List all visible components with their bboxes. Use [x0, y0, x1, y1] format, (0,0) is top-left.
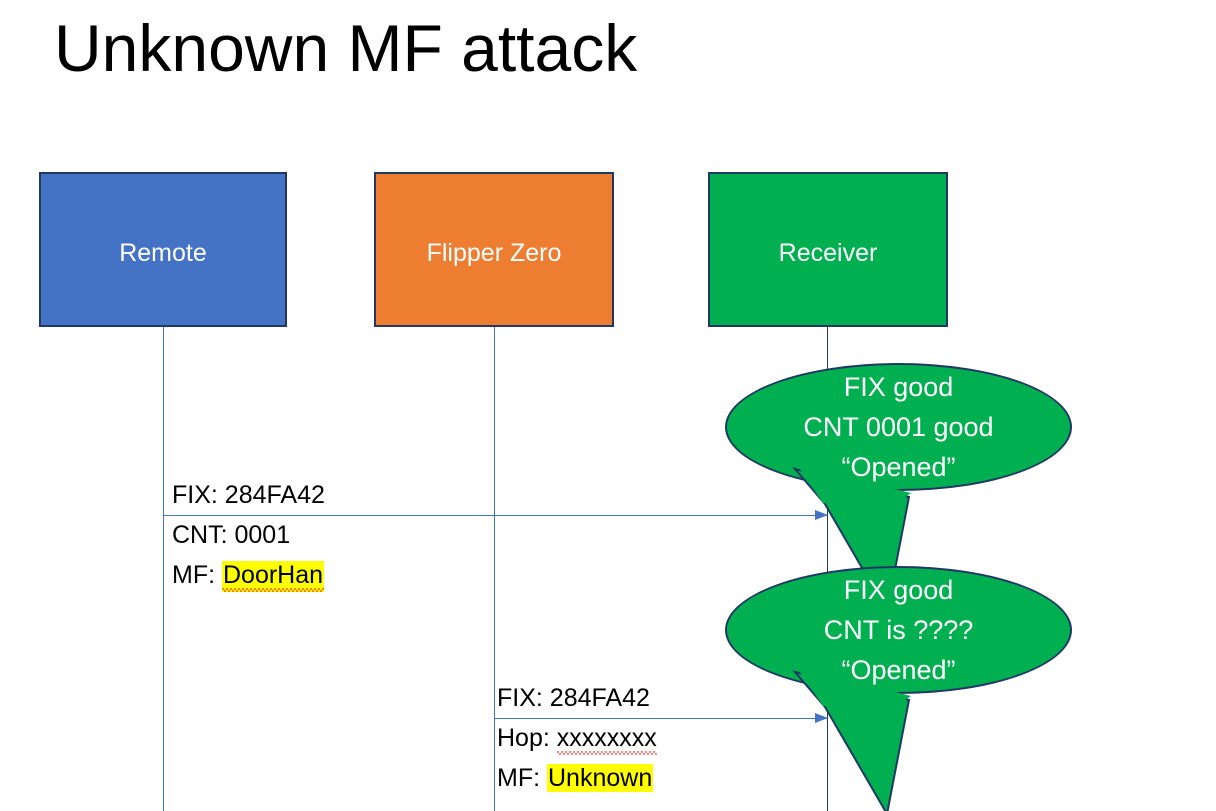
message-label-flipper-to-receiver: FIX: 284FA42 Hop: xxxxxxxx MF: Unknown	[497, 678, 657, 798]
speech-bubble-tail-icon	[792, 465, 911, 614]
lifeline-flipper	[494, 327, 495, 811]
speech-bubble-response-2: FIX good CNT is ???? “Opened”	[725, 566, 1072, 811]
message-line: Hop: xxxxxxxx	[497, 718, 657, 758]
message-line: FIX: 284FA42	[497, 678, 657, 718]
message-line-label: FIX:	[172, 481, 225, 509]
message-line-value-highlighted: Unknown	[547, 764, 654, 792]
message-line: CNT: 0001	[172, 515, 325, 555]
message-label-remote-to-receiver: FIX: 284FA42 CNT: 0001 MF: DoorHan	[172, 475, 325, 595]
actor-box-receiver[interactable]: Receiver	[708, 172, 948, 327]
message-line: MF: DoorHan	[172, 555, 325, 595]
actor-box-flipper-zero[interactable]: Flipper Zero	[374, 172, 614, 327]
speech-bubble-body	[725, 566, 1072, 694]
message-line-value: 0001	[234, 521, 291, 549]
message-line-label: FIX:	[497, 684, 550, 712]
message-line: FIX: 284FA42	[172, 475, 325, 515]
message-line-label: MF:	[497, 764, 547, 792]
message-line: MF: Unknown	[497, 758, 657, 798]
message-line-label: Hop:	[497, 724, 557, 752]
arrowhead-icon	[815, 510, 828, 520]
speech-bubble-tail-icon	[792, 668, 911, 811]
message-line-value-highlighted: DoorHan	[222, 561, 324, 592]
actor-label-remote: Remote	[119, 239, 207, 267]
message-line-label: CNT:	[172, 521, 235, 549]
actor-label-receiver: Receiver	[778, 239, 878, 267]
arrowhead-icon	[815, 713, 828, 723]
message-arrow-remote-to-receiver	[163, 510, 828, 520]
message-arrow-flipper-to-receiver	[494, 713, 828, 723]
message-line-value: 284FA42	[549, 684, 650, 712]
page-title: Unknown MF attack	[54, 11, 638, 85]
message-line-value: 284FA42	[224, 481, 325, 509]
actor-label-flipper-zero: Flipper Zero	[426, 239, 562, 267]
message-line-value-misspelled: xxxxxxxx	[556, 724, 657, 755]
lifeline-receiver	[827, 327, 828, 811]
speech-bubble-response-1: FIX good CNT 0001 good “Opened”	[725, 363, 1072, 614]
actor-box-remote[interactable]: Remote	[39, 172, 287, 327]
lifeline-remote	[163, 327, 164, 811]
message-line-label: MF:	[172, 561, 222, 589]
